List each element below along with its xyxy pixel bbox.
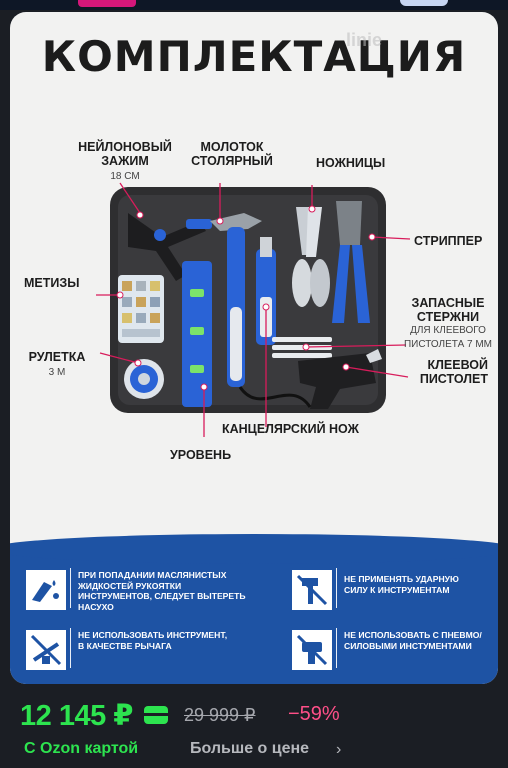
- chevron-right-icon[interactable]: ›: [336, 741, 342, 758]
- discount-badge: −59%: [288, 703, 340, 725]
- callout-lines: [96, 182, 411, 437]
- top-avatar: [400, 0, 448, 6]
- glue-sticks: [272, 337, 332, 358]
- scissors-tool: [292, 207, 330, 307]
- claw-hammer: [210, 213, 262, 387]
- ozon-card-icon: [144, 706, 168, 724]
- label-tape-text: РУЛЕТКА: [28, 350, 86, 364]
- warning-text-oily: ПРИ ПОПАДАНИИ МАСЛЯНИСТЫХ ЖИДКОСТЕЙ РУКО…: [78, 570, 246, 612]
- label-hammer: МОЛОТОК СТОЛЯРНЫЙ: [191, 140, 273, 168]
- warnings-panel: ПРИ ПОПАДАНИИ МАСЛЯНИСТЫХ ЖИДКОСТЕЙ РУКО…: [10, 534, 498, 684]
- no-lever-icon: [26, 630, 66, 670]
- warning-divider: [336, 628, 337, 668]
- label-utility-knife: КАНЦЕЛЯРСКИЙ НОЖ: [222, 422, 359, 436]
- warning-divider: [336, 568, 337, 608]
- label-tape: РУЛЕТКА 3 М: [22, 350, 92, 380]
- label-nylon-clamp: НЕЙЛОНОВЫЙ ЗАЖИМ 18 СМ: [62, 140, 188, 184]
- label-tape-size: 3 М: [48, 367, 66, 378]
- current-price: 12 145 ₽: [20, 700, 133, 732]
- label-hardware: МЕТИЗЫ: [24, 276, 80, 290]
- warning-text-impact: НЕ ПРИМЕНЯТЬ УДАРНУЮ СИЛУ К ИНСТРУМЕНТАМ: [344, 574, 459, 595]
- wire-stripper-tool: [332, 201, 370, 323]
- oily-hands-warning-icon: [26, 570, 66, 610]
- warning-divider: [70, 628, 71, 668]
- tape-measure: [124, 359, 164, 399]
- label-nylon-clamp-size: 18 СМ: [110, 171, 140, 182]
- warning-text-lever: НЕ ИСПОЛЬЗОВАТЬ ИНСТРУМЕНТ, В КАЧЕСТВЕ Р…: [78, 630, 228, 651]
- spirit-level: [182, 261, 212, 407]
- glue-gun-tool: [298, 349, 382, 409]
- price-row: 12 145 ₽ 29 999 ₽ −59%: [20, 698, 500, 734]
- no-power-tool-icon: [292, 630, 332, 670]
- label-spare-rods-sub: ДЛЯ КЛЕЕВОГО ПИСТОЛЕТА 7 ММ: [403, 325, 493, 350]
- warning-text-power-tools: НЕ ИСПОЛЬЗОВАТЬ С ПНЕВМО/СИЛОВЫМИ ИНСТУМ…: [344, 630, 482, 651]
- label-spare-rods-text: ЗАПАСНЫЕ СТЕРЖНИ: [411, 296, 485, 324]
- nylon-clamp-tool: [128, 213, 212, 281]
- old-price: 29 999 ₽: [184, 705, 256, 725]
- product-image-heading: КОМПЛЕКТАЦИЯ: [41, 32, 467, 81]
- panel-wave: [10, 534, 498, 564]
- top-status-strip: [0, 0, 508, 10]
- no-hammer-impact-icon: [292, 570, 332, 610]
- callout-dots: [116, 205, 376, 391]
- watermark: linie: [346, 30, 383, 50]
- ozon-card-label: С Ozon картой: [24, 740, 139, 757]
- label-glue-gun: КЛЕЕВОЙ ПИСТОЛЕТ: [419, 358, 488, 386]
- toolcase-illustration: [96, 182, 411, 437]
- label-nylon-clamp-text: НЕЙЛОНОВЫЙ ЗАЖИМ: [78, 140, 172, 168]
- product-image-card[interactable]: КОМПЛЕКТАЦИЯ linie: [10, 12, 498, 684]
- hardware-box: [118, 275, 164, 343]
- more-about-price-link[interactable]: Больше о цене: [190, 740, 310, 757]
- warning-divider: [70, 568, 71, 608]
- top-badge: [78, 0, 136, 7]
- label-level: УРОВЕНЬ: [170, 448, 232, 462]
- label-scissors: НОЖНИЦЫ: [316, 156, 386, 170]
- label-stripper: СТРИППЕР: [414, 234, 483, 248]
- label-spare-rods: ЗАПАСНЫЕ СТЕРЖНИ ДЛЯ КЛЕЕВОГО ПИСТОЛЕТА …: [400, 296, 496, 352]
